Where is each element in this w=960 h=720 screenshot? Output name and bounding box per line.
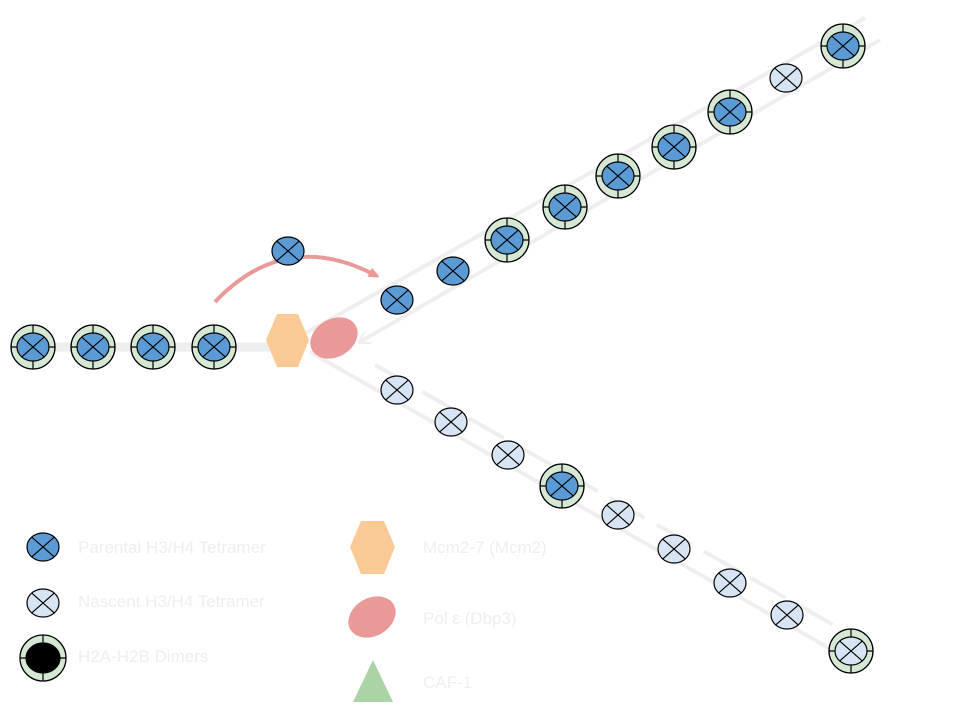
nascent-tetramer bbox=[769, 63, 803, 93]
caf1-triangle-icon bbox=[353, 660, 393, 702]
parental-nucleosome bbox=[191, 324, 237, 370]
leading-strand-upper bbox=[289, 16, 866, 344]
nascent-tetramer bbox=[657, 534, 691, 564]
legend-label-nascent: Nascent H3/H4 Tetramer bbox=[78, 592, 265, 611]
mcm-hexagon-icon bbox=[266, 314, 309, 367]
legend-label-caf1: CAF-1 bbox=[423, 673, 473, 692]
nascent-tetramer bbox=[713, 568, 747, 598]
nascent-tetramer bbox=[380, 375, 414, 405]
nascent-tetramer bbox=[491, 440, 525, 470]
parental-nucleosome bbox=[707, 89, 753, 135]
legend-label-pol: Pol ε (Dbp3) bbox=[423, 609, 517, 628]
parental-nucleosome bbox=[651, 124, 697, 170]
nascent-tetramer bbox=[770, 600, 804, 630]
pol-epsilon-ellipse-icon bbox=[310, 317, 358, 359]
legend-label-dimers: H2A-H2B Dimers bbox=[78, 647, 209, 666]
pol-epsilon-ellipse-icon bbox=[348, 596, 396, 638]
parental-nucleosome bbox=[539, 463, 585, 509]
h2a-h2b-dimer-icon bbox=[19, 634, 67, 682]
parental-nucleosome bbox=[820, 23, 866, 69]
mcm-hexagon-icon bbox=[350, 521, 395, 574]
nascent-tetramer bbox=[601, 500, 635, 530]
legend-label-mcm: Mcm2-7 (Mcm2) bbox=[423, 538, 547, 557]
mcm-helicase bbox=[266, 314, 309, 367]
parental-tetramer bbox=[436, 256, 470, 286]
nascent-tetramer-icon bbox=[26, 588, 60, 618]
parental-nucleosome bbox=[70, 324, 116, 370]
parental-nucleosome bbox=[542, 184, 588, 230]
parental-tetramer bbox=[380, 285, 414, 315]
histone-particles bbox=[10, 23, 874, 674]
legend-label-parental: Parental H3/H4 Tetramer bbox=[78, 538, 266, 557]
nascent-tetramer bbox=[434, 407, 468, 437]
nascent-nucleosome bbox=[828, 628, 874, 674]
parental-tetramer bbox=[271, 236, 305, 266]
parental-nucleosome bbox=[130, 324, 176, 370]
parental-nucleosome bbox=[10, 324, 56, 370]
parental-tetramer-icon bbox=[26, 532, 60, 562]
legend-icons bbox=[19, 532, 67, 682]
parental-nucleosome bbox=[595, 153, 641, 199]
parental-nucleosome bbox=[484, 217, 530, 263]
